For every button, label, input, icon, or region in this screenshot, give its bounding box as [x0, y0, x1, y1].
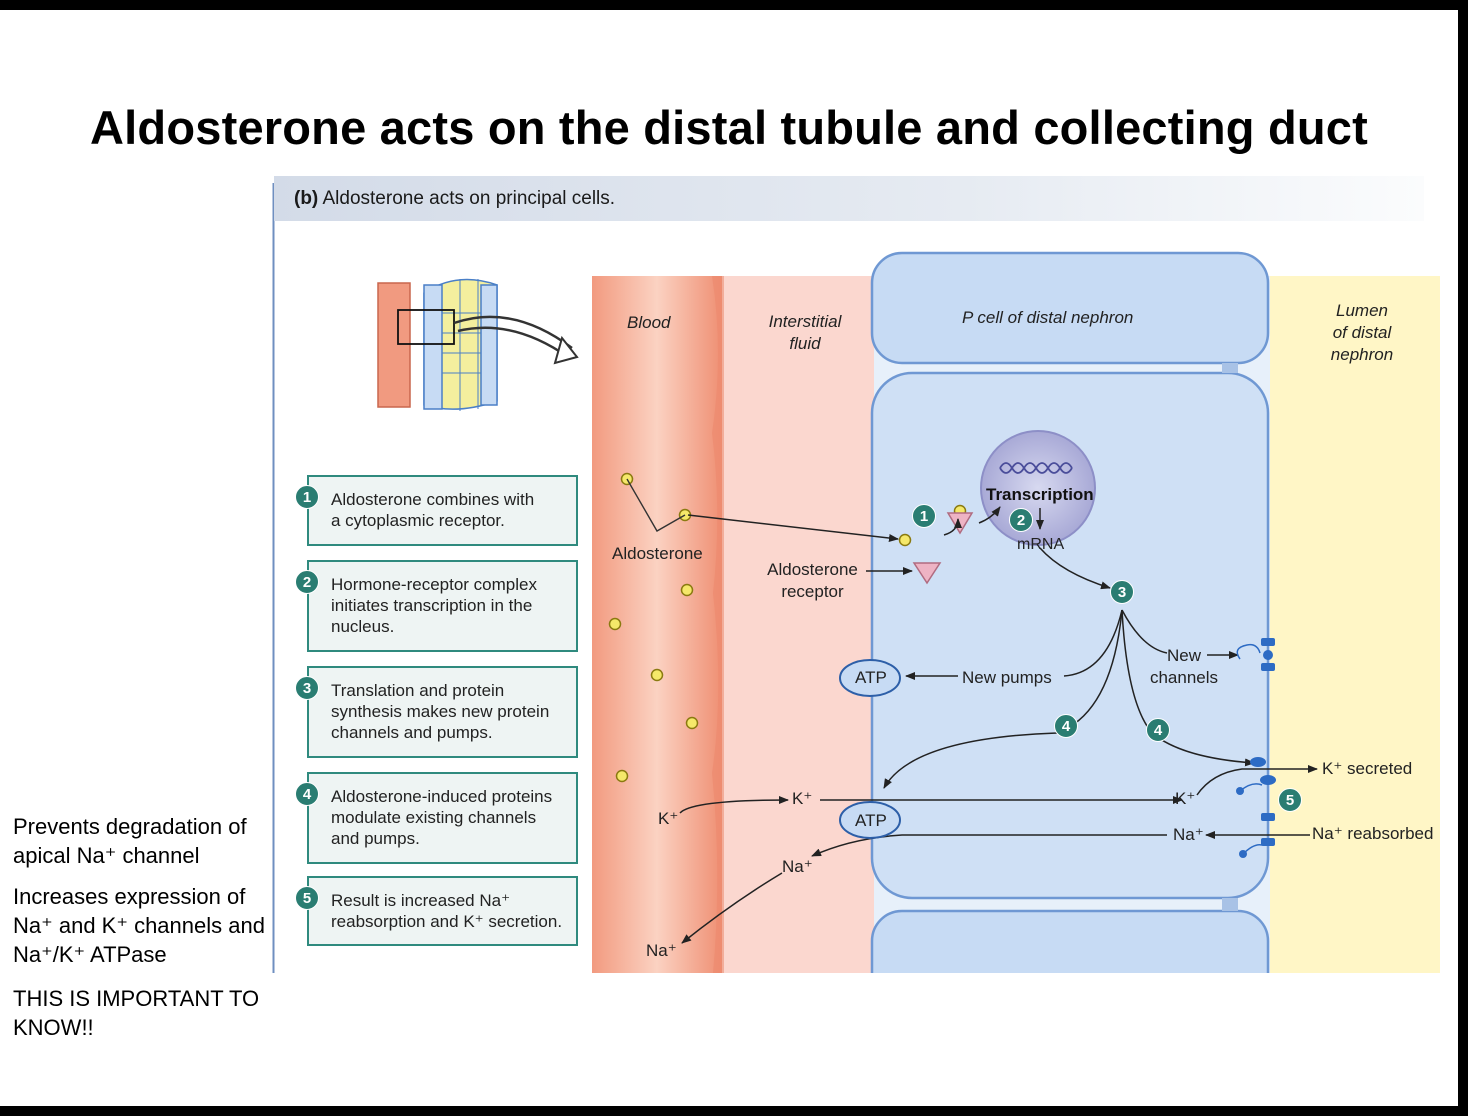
aldosterone-receptor — [912, 562, 942, 585]
note-2: Increases expression of Na⁺ and K⁺ chann… — [13, 884, 265, 967]
slide-title: Aldosterone acts on the distal tubule an… — [90, 101, 1368, 154]
figure-header: (b) Aldosterone acts on principal cells. — [274, 176, 1424, 221]
diagram-badge-4a: 4 — [1054, 714, 1078, 738]
diagram-badge-1: 1 — [912, 504, 936, 528]
step-badge-5: 5 — [295, 886, 319, 910]
pcell-label: P cell of distal nephron — [962, 308, 1134, 327]
upper-cell — [870, 251, 1270, 365]
step-box-1: Aldosterone combines with a cytoplasmic … — [307, 475, 578, 546]
pointer-line — [626, 478, 686, 532]
diagram-badge-5: 5 — [1278, 788, 1302, 812]
figure: (b) Aldosterone acts on principal cells.… — [272, 173, 1442, 973]
arrow-k-secreted — [1196, 765, 1318, 796]
diagram-badge-4b: 4 — [1146, 718, 1170, 742]
atp-label-new: ATP — [855, 668, 887, 687]
arrow-binding — [943, 518, 962, 536]
lumen-region — [1270, 276, 1440, 973]
k-secreted-label: K⁺ secreted — [1322, 759, 1413, 778]
interstitial-region — [724, 276, 874, 973]
line-to-new-channels — [1121, 609, 1168, 654]
note-3: THIS IS IMPORTANT TO KNOW!! — [13, 986, 260, 1040]
tight-junction — [1222, 363, 1238, 373]
k-label-cell: K⁺ — [1175, 789, 1196, 808]
blood-label: Blood — [627, 313, 671, 332]
apical-channels — [1236, 638, 1276, 858]
principal-cell — [870, 371, 1270, 900]
channel-modulator — [1239, 783, 1263, 792]
arrow-mrna-to-translation — [1039, 547, 1111, 590]
new-pumps-label: New pumps — [962, 668, 1052, 687]
note-1: Prevents degradation of apical Na⁺ chann… — [13, 814, 247, 868]
panel-title: Aldosterone acts on principal cells. — [322, 188, 616, 209]
atp-pump — [839, 801, 901, 839]
diagram-badge-2: 2 — [1009, 508, 1033, 532]
step-badge-1: 1 — [295, 485, 319, 509]
lower-cell — [870, 909, 1270, 973]
na-reabsorbed-label: Na⁺ reabsorbed — [1312, 824, 1434, 843]
mrna-label: mRNA — [1017, 536, 1065, 553]
arrow-to-nucleus — [978, 506, 1001, 524]
slide: Aldosterone acts on the distal tubule an… — [0, 10, 1458, 1106]
atp-pump-new — [839, 659, 901, 697]
new-channel-vesicle — [1236, 643, 1261, 660]
k-label-blood: K⁺ — [658, 809, 679, 828]
step-box-4: Aldosterone-induced proteins modulate ex… — [307, 772, 578, 864]
aldosterone-label: Aldosterone — [612, 544, 703, 563]
arrow-aldosterone-entry — [687, 514, 899, 542]
tubule-inset-illustration — [377, 278, 579, 411]
arrow-na-out-of-cell — [811, 834, 1167, 857]
interstitial-label: Interstitial fluid — [768, 312, 842, 353]
atp-label: ATP — [855, 811, 887, 830]
new-channels-label: New channels — [1149, 646, 1219, 687]
arrow-na-to-blood — [681, 872, 783, 944]
figure-drawing — [272, 183, 1440, 973]
transcription-label: Transcription — [986, 485, 1094, 504]
step-box-5: Result is increased Na⁺ reabsorption and… — [307, 876, 578, 946]
na-label-blood: Na⁺ — [646, 941, 677, 960]
na-label-cell: Na⁺ — [1173, 825, 1204, 844]
step-box-3: Translation and protein synthesis makes … — [307, 666, 578, 758]
dna-strand — [999, 462, 1073, 474]
line-to-new-pumps — [1063, 609, 1123, 677]
arrow-k-into-interstitium — [679, 796, 789, 814]
step-badge-4: 4 — [295, 782, 319, 806]
na-label-interstitial: Na⁺ — [782, 857, 813, 876]
panel-label: (b) — [294, 188, 319, 209]
receptor-label: Aldosterone receptor — [767, 560, 858, 601]
k-label-interstitial: K⁺ — [792, 789, 813, 808]
vessel-wall — [712, 276, 724, 973]
step-box-2: Hormone-receptor complex initiates trans… — [307, 560, 578, 652]
lumen-label: Lumen of distal nephron — [1330, 301, 1394, 364]
tight-junction — [1222, 898, 1238, 911]
step-badge-2: 2 — [295, 570, 319, 594]
diagram-badge-3: 3 — [1110, 580, 1134, 604]
step-badge-3: 3 — [295, 676, 319, 700]
channel-modulator — [1242, 843, 1263, 855]
